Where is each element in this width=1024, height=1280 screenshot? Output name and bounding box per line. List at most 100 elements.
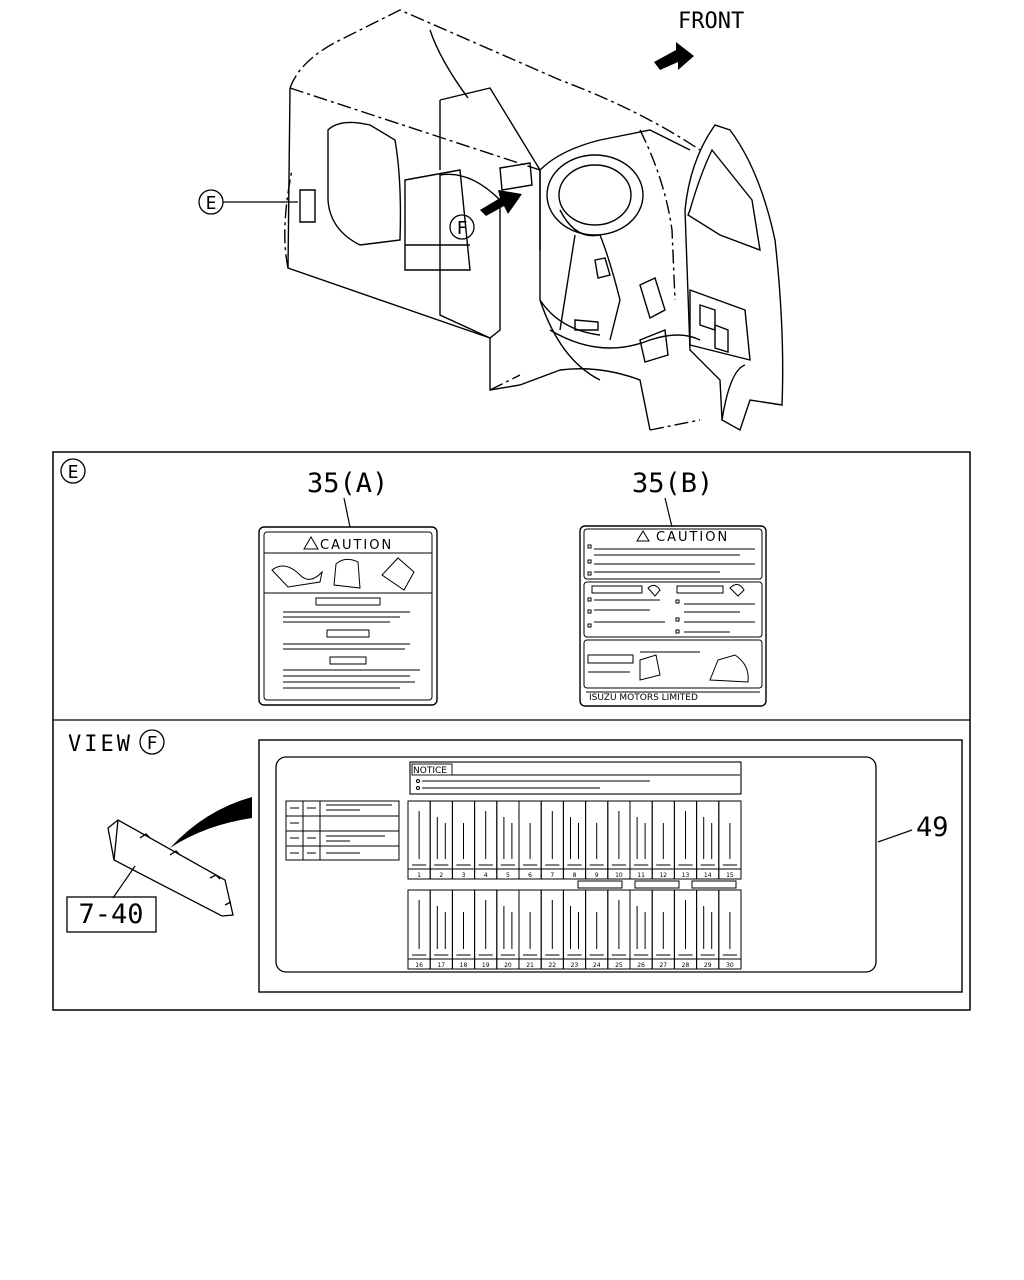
spare-fuse-holder	[634, 880, 680, 889]
view-e-marker: E	[60, 458, 86, 484]
fuse-number: 15	[726, 872, 734, 879]
fuse-number: 27	[659, 962, 667, 969]
fuse-slot: 7	[540, 800, 564, 880]
fuse-number: 24	[593, 962, 601, 969]
label-location-e	[299, 189, 316, 223]
callout-f: F	[449, 214, 475, 240]
fuse-number: 18	[460, 962, 468, 969]
fuse-slot: 25	[607, 889, 631, 970]
fuse-slot: 6	[518, 800, 542, 880]
fuse-number: 9	[595, 872, 599, 879]
fuse-label-49	[275, 756, 877, 973]
fuse-number: 20	[504, 962, 512, 969]
notice-text: NOTICE	[413, 766, 447, 776]
fuse-slot: 1	[407, 800, 431, 880]
view-f-title: VIEW	[68, 732, 133, 757]
fuse-number: 30	[726, 962, 734, 969]
notice-box: NOTICE	[409, 761, 742, 795]
front-label: FRONT	[678, 9, 744, 34]
fuse-number: 29	[704, 962, 712, 969]
fuse-slot: 27	[651, 889, 675, 970]
fuse-slot: 24	[585, 889, 609, 970]
fuse-number: 17	[437, 962, 445, 969]
fuse-number: 8	[573, 872, 577, 879]
fuse-number: 6	[528, 872, 532, 879]
spare-fuse-holder	[577, 880, 623, 889]
fuse-number: 21	[526, 962, 534, 969]
caution-label-35b: CAUTION ISUZU MOTORS LIMITED	[579, 525, 767, 707]
fuse-number: 22	[548, 962, 556, 969]
fuse-number: 26	[637, 962, 645, 969]
fuse-number: 3	[462, 872, 466, 879]
view-e-letter: E	[68, 462, 79, 483]
maker-name: ISUZU MOTORS LIMITED	[589, 693, 698, 703]
fuse-slot: 3	[451, 800, 476, 880]
pictogram-icon	[729, 584, 745, 597]
fuse-slot: 14	[696, 800, 720, 880]
view-f-letter: F	[147, 733, 158, 754]
fuse-slot: 10	[607, 800, 631, 880]
fuse-slot: 12	[651, 800, 675, 880]
fuse-slot: 20	[496, 889, 520, 970]
label-location-f	[499, 162, 533, 191]
view-f-arrow-icon	[480, 190, 522, 216]
fuse-slot: 21	[518, 889, 542, 970]
pictogram-icon	[647, 584, 661, 597]
legend-table	[285, 800, 400, 861]
view-f-leader-icon	[170, 797, 252, 848]
fuse-slot: 17	[429, 889, 453, 970]
part-ref-35b: 35(B)	[632, 468, 713, 499]
fuse-slot: 22	[540, 889, 564, 970]
spare-fuse-holder	[691, 880, 737, 889]
caution-35b-text: CAUTION	[656, 530, 729, 545]
fuse-slot: 28	[673, 889, 698, 970]
fuse-slot: 2	[429, 800, 453, 880]
fuse-number: 13	[682, 872, 690, 879]
fuse-slot: 19	[474, 889, 498, 970]
cab-illustration	[284, 9, 784, 432]
fuse-label-frame	[258, 739, 963, 993]
fuse-slot: 30	[718, 889, 742, 970]
fuse-slot: 4	[474, 800, 498, 880]
fuse-slot: 29	[696, 889, 720, 970]
views-frame	[52, 451, 971, 1011]
fuse-slot: 23	[562, 889, 587, 970]
fuse-number: 16	[415, 962, 423, 969]
fuse-number: 10	[615, 872, 623, 879]
front-arrow-icon	[654, 42, 694, 70]
fuse-slot: 13	[673, 800, 698, 880]
view-f-marker: F	[139, 729, 165, 755]
caution-35a-text: CAUTION	[320, 538, 393, 553]
pictogram-icon	[271, 557, 415, 591]
fuse-slot: 16	[407, 889, 431, 970]
fuse-number: 28	[682, 962, 690, 969]
part-ref-35a: 35(A)	[307, 468, 388, 499]
fuse-slot: 5	[496, 800, 520, 880]
fuse-number: 12	[659, 872, 667, 879]
part-ref-49: 49	[916, 812, 949, 843]
callout-e-letter: E	[206, 193, 217, 214]
callout-e: E	[198, 189, 298, 215]
pictogram-icon	[639, 654, 661, 681]
warning-triangle-icon	[303, 536, 319, 550]
callout-f-letter: F	[457, 218, 468, 239]
fuse-cover-drawing	[107, 819, 234, 917]
fuse-slot: 26	[629, 889, 653, 970]
fuse-number: 7	[550, 872, 554, 879]
fuse-slot: 8	[562, 800, 587, 880]
fuse-slot: 9	[585, 800, 609, 880]
part-ref-7-40: 7-40	[78, 899, 143, 930]
fuse-number: 4	[484, 872, 488, 879]
fuse-number: 25	[615, 962, 623, 969]
fuse-number: 19	[482, 962, 490, 969]
fuse-slot: 15	[718, 800, 742, 880]
part-ref-box-7-40	[66, 896, 157, 933]
caution-label-35a: CAUTION	[258, 526, 438, 706]
fuse-number: 11	[637, 872, 645, 879]
fuse-number: 23	[571, 962, 579, 969]
fuse-slot: 18	[451, 889, 476, 970]
fuse-number: 5	[506, 872, 510, 879]
warning-triangle-icon	[636, 530, 650, 542]
